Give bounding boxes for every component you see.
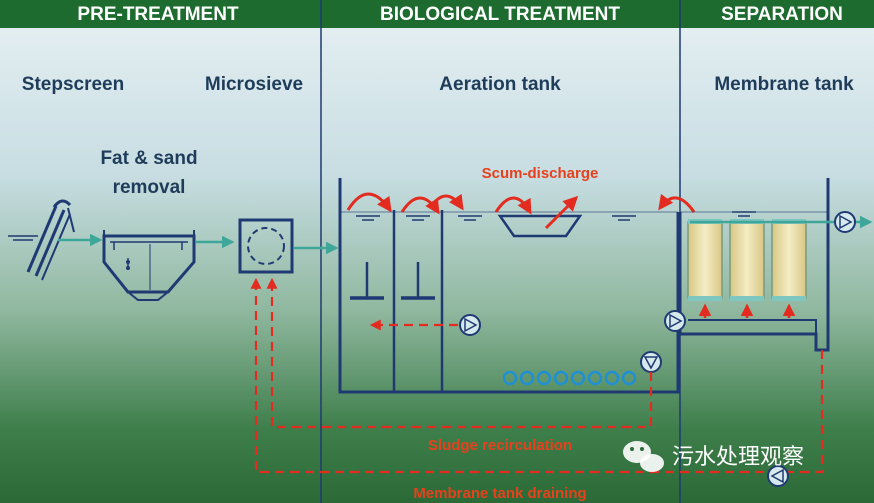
scum-discharge-arrow [544, 195, 579, 230]
overflow-arc-1 [346, 192, 392, 213]
membrane-draining-line [250, 277, 824, 474]
fat-sand-tank-icon [102, 230, 196, 301]
section-header-separation: SEPARATION [721, 4, 843, 25]
membrane-module-1 [687, 219, 723, 301]
aeration-water-levels [356, 215, 636, 221]
internal-recirculation-pump-icon [459, 314, 481, 336]
mixer-right-icon [401, 262, 435, 300]
permeate-pump-icon [834, 211, 856, 233]
membrane-air-pipe [688, 319, 817, 334]
stepscreen-icon [26, 199, 75, 281]
sludge-pump-icon [640, 351, 662, 373]
membrane-water-level [732, 211, 756, 217]
label-aeration-tank: Aeration tank [439, 74, 561, 95]
watermark-text: 污水处理观察 [672, 445, 804, 470]
membrane-module-2 [729, 219, 765, 301]
label-microsieve: Microsieve [205, 74, 303, 95]
sludge-recirculation-line [266, 277, 653, 429]
overflow-arc-2 [400, 196, 440, 215]
label-stepscreen: Stepscreen [22, 74, 124, 95]
aeration-diffusers [502, 370, 637, 386]
scum-trough-icon [497, 214, 583, 238]
label-sludge-recirculation: Sludge recirculation [428, 437, 572, 454]
overflow-arc-4 [494, 196, 532, 215]
inlet-water-level [8, 235, 38, 241]
label-fat-sand-2: removal [113, 177, 186, 198]
section-header-pretreatment: PRE-TREATMENT [77, 4, 239, 25]
microsieve-icon [238, 218, 294, 274]
wechat-logo-icon [623, 441, 664, 472]
mixer-left-icon [350, 262, 384, 300]
watermark: 污水处理观察 [623, 441, 804, 472]
header-bar [0, 0, 874, 28]
return-arc-membrane [658, 193, 696, 213]
blower-pump-icon [664, 310, 686, 332]
label-fat-sand-1: Fat & sand [100, 148, 197, 169]
aeration-tank [338, 178, 680, 394]
label-scum-discharge: Scum-discharge [482, 165, 599, 182]
section-header-biological: BIOLOGICAL TREATMENT [380, 4, 620, 25]
membrane-module-3 [771, 219, 807, 301]
overflow-arc-3 [428, 193, 464, 211]
label-membrane-tank: Membrane tank [714, 74, 854, 95]
label-membrane-draining: Membrane tank draining [413, 485, 586, 502]
drain-pump-icon [767, 465, 789, 487]
